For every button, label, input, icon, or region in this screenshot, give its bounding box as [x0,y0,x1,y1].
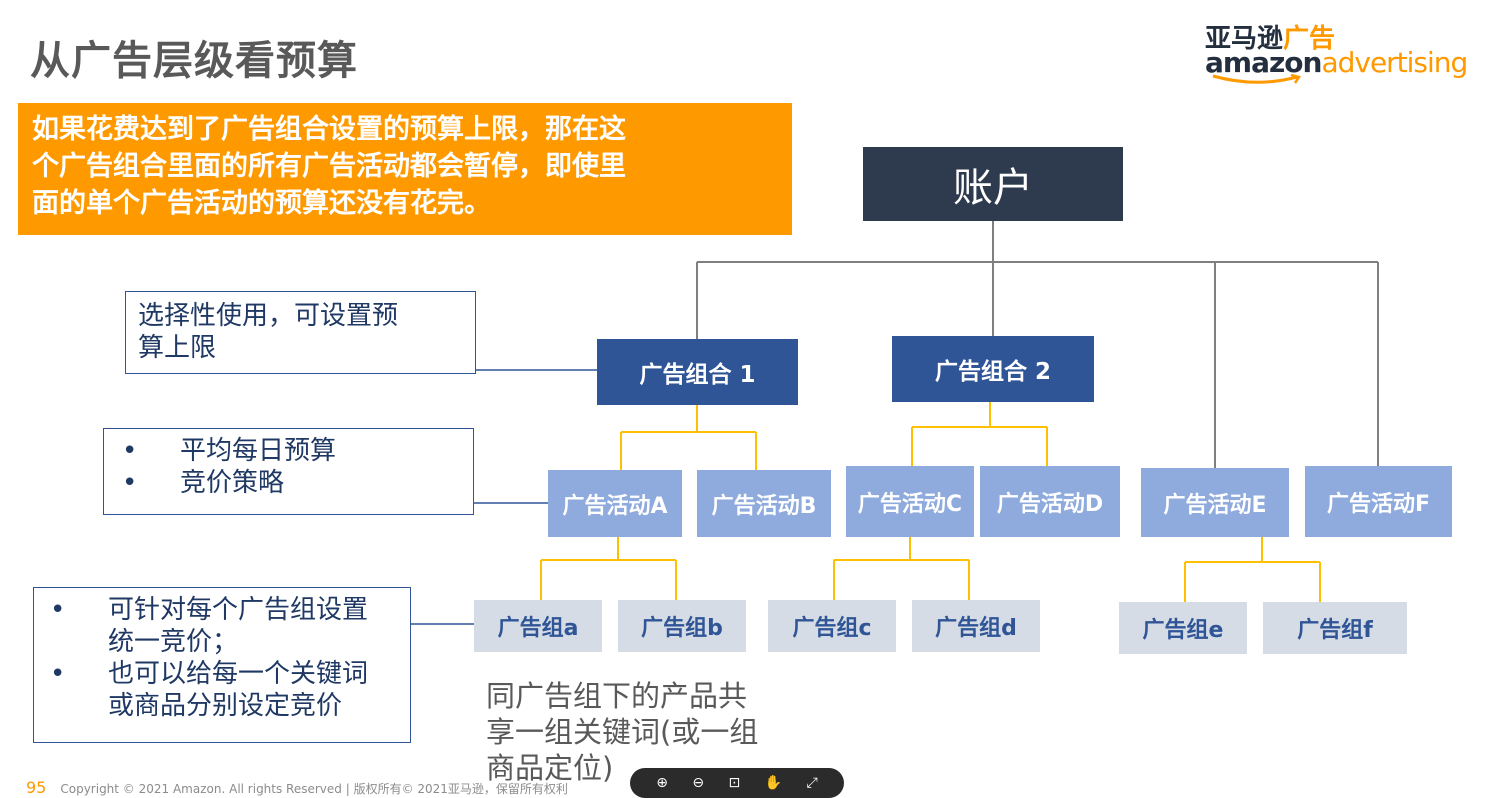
adgroup-node-e: 广告组e [1119,602,1247,654]
note-bullet-item: • 平均每日预算 [114,435,473,467]
bullet-icon: • [50,595,66,625]
bullet-icon: • [122,436,138,466]
note-line: 享一组关键词(或一组 [486,715,759,749]
note-line: 同广告组下的产品共 [486,679,748,713]
campaign-note: • 平均每日预算 • 竞价策略 [103,428,474,515]
page-number: 95 [26,778,47,797]
adgroup-node-c: 广告组c [768,600,896,652]
note-bullet-item: • 竞价策略 [114,467,473,499]
campaign-node-c: 广告活动C [846,466,974,537]
note-line: 可针对每个广告组设置 [108,595,369,625]
banner-line: 个广告组合里面的所有广告活动都会暂停，即使里 [32,151,626,182]
portfolio-node-1: 广告组合 1 [597,339,798,405]
amazon-smile-icon [1212,74,1301,84]
logo-suffix: advertising [1321,46,1468,79]
campaign-node-b: 广告活动B [697,470,831,537]
note-line: 竞价策略 [180,468,285,498]
banner-line: 面的单个广告活动的预算还没有花完。 [32,188,491,219]
note-line: 平均每日预算 [180,436,337,466]
note-line: 统一竞价； [108,627,239,657]
adgroup-node-a: 广告组a [474,600,602,652]
logo-brand: amazon [1205,46,1322,79]
copyright-text: Copyright © 2021 Amazon. All rights Rese… [60,782,568,796]
product-note: 同广告组下的产品共 享一组关键词(或一组 商品定位) [486,678,796,786]
note-line: 或商品分别设定竞价 [108,691,343,721]
bullet-icon: • [50,659,66,689]
note-line: 算上限 [138,333,217,363]
campaign-node-e: 广告活动E [1141,468,1289,537]
fullscreen-icon[interactable]: ⤢ [806,775,818,791]
adgroup-node-f: 广告组f [1263,602,1407,654]
fit-page-icon[interactable]: ⊡ [728,775,741,791]
portfolio-note: 选择性使用，可设置预 算上限 [125,291,476,374]
account-node: 账户 [863,147,1123,221]
zoom-out-icon[interactable]: ⊖ [692,775,705,791]
adgroup-note: • 可针对每个广告组设置统一竞价； • 也可以给每一个关键词或商品分别设定竞价 [33,587,411,743]
amazon-advertising-logo: 亚马逊广告 amazonadvertising [1205,18,1468,84]
callout-banner: 如果花费达到了广告组合设置的预算上限，那在这 个广告组合里面的所有广告活动都会暂… [18,103,792,235]
slide-footer: 95 Copyright © 2021 Amazon. All rights Re… [26,778,568,797]
hand-tool-icon[interactable]: ✋ [764,775,783,791]
portfolio-node-2: 广告组合 2 [892,336,1094,402]
campaign-node-a: 广告活动A [548,470,682,537]
campaign-node-d: 广告活动D [980,466,1120,537]
note-bullet-item: • 可针对每个广告组设置统一竞价； [42,594,410,658]
banner-line: 如果花费达到了广告组合设置的预算上限，那在这 [32,114,626,145]
note-line: 选择性使用，可设置预 [138,301,399,331]
note-bullet-item: • 也可以给每一个关键词或商品分别设定竞价 [42,658,410,722]
bullet-icon: • [122,468,138,498]
logo-text-dark: 亚马逊 [1205,24,1284,54]
adgroup-node-d: 广告组d [912,600,1040,652]
viewer-toolbar: ⊕ ⊖ ⊡ ✋ ⤢ [630,768,844,798]
campaign-node-f: 广告活动F [1305,466,1452,537]
note-line: 商品定位) [486,751,614,785]
logo-text-orange: 广告 [1283,24,1336,54]
adgroup-node-b: 广告组b [618,600,746,652]
page-title: 从广告层级看预算 [30,38,358,84]
zoom-in-icon[interactable]: ⊕ [656,775,668,791]
note-line: 也可以给每一个关键词 [108,659,369,689]
